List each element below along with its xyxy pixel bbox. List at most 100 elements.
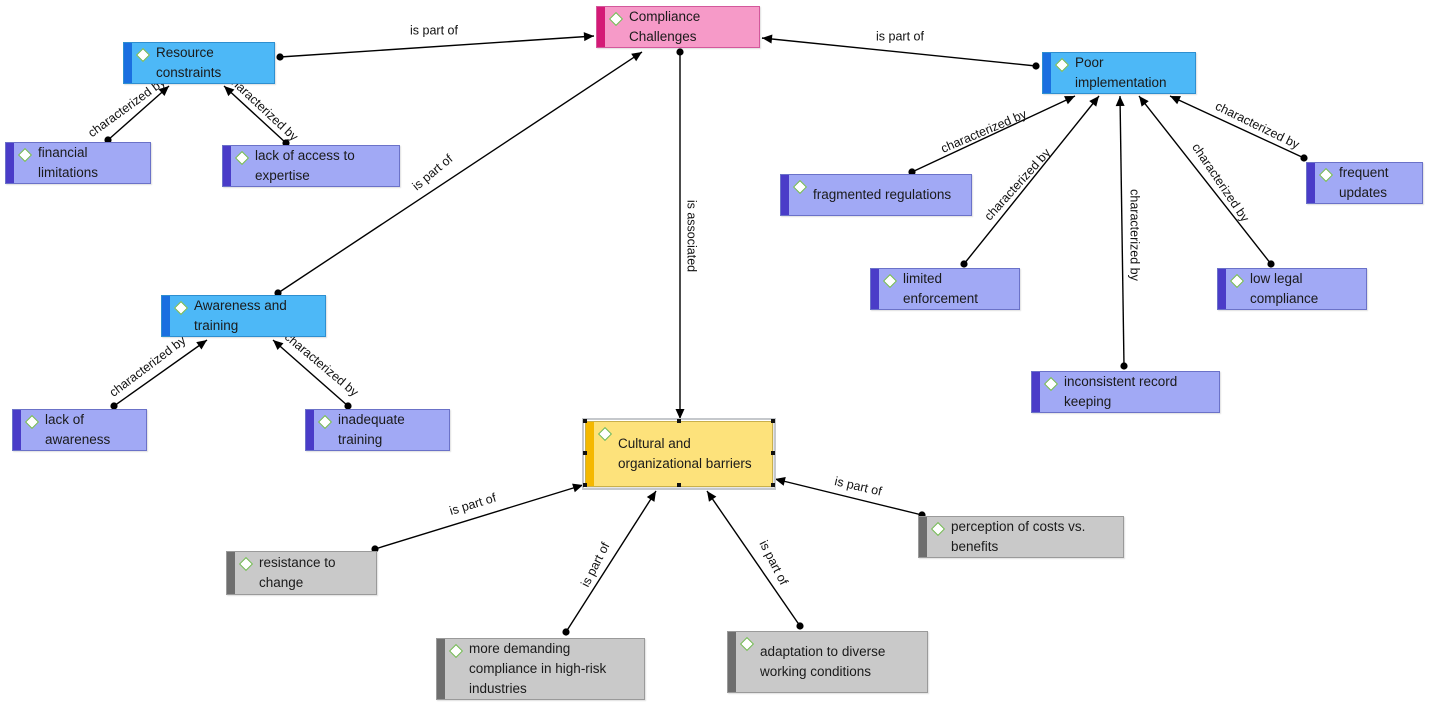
node-label: adaptation to diverse working conditions	[760, 644, 886, 679]
edge-line	[565, 490, 657, 633]
edge-label: characterized by	[107, 333, 189, 400]
edge-start-dot	[276, 53, 284, 61]
concept-node-perception[interactable]: perception of costs vs. benefits	[918, 516, 1124, 558]
arrowhead-icon	[1064, 96, 1075, 105]
edge-label: characterized by	[282, 330, 362, 400]
edge-line	[223, 85, 287, 144]
edge-perception-cultural[interactable]: is part of	[774, 474, 926, 519]
selection-handle[interactable]	[583, 483, 587, 487]
edge-label: is part of	[410, 23, 458, 37]
concept-node-resource[interactable]: Resource constraints	[123, 42, 275, 84]
node-color-stripe	[227, 552, 235, 594]
node-label: more demanding compliance in high-risk i…	[469, 641, 607, 696]
concept-node-compliance[interactable]: Compliance Challenges	[596, 6, 760, 48]
concept-node-frequent[interactable]: frequent updates	[1306, 162, 1423, 204]
concept-node-awareness[interactable]: Awareness and training	[161, 295, 326, 337]
node-label: fragmented regulations	[813, 187, 952, 202]
edge-compliance-cultural[interactable]: is associated	[675, 48, 699, 419]
edge-start-dot	[1120, 362, 1128, 370]
selection-handle[interactable]	[583, 419, 587, 423]
edge-demanding-cultural[interactable]: is part of	[562, 490, 657, 636]
edge-inadequate-awareness[interactable]: characterized by	[272, 330, 362, 410]
node-color-stripe	[124, 43, 132, 83]
node-label: financial limitations	[38, 145, 99, 180]
concept-node-resistance[interactable]: resistance to change	[226, 551, 377, 595]
concept-node-demanding[interactable]: more demanding compliance in high-risk i…	[436, 638, 645, 700]
edge-line	[113, 339, 208, 407]
node-color-stripe	[306, 410, 314, 450]
concept-node-financial[interactable]: financial limitations	[5, 142, 151, 184]
edge-resource-compliance[interactable]: is part of	[276, 23, 595, 61]
edge-poorimpl-compliance[interactable]: is part of	[761, 29, 1040, 70]
node-color-stripe	[871, 269, 879, 309]
node-color-stripe	[1218, 269, 1226, 309]
concept-node-limited[interactable]: limited enforcement	[870, 268, 1020, 310]
node-color-stripe	[1032, 372, 1040, 412]
edge-start-dot	[1300, 154, 1308, 162]
edge-start-dot	[274, 289, 282, 297]
node-color-stripe	[586, 422, 594, 486]
node-color-stripe	[597, 7, 605, 47]
edge-start-dot	[960, 260, 968, 268]
edge-inconsistent-poorimpl[interactable]: characterized by	[1115, 95, 1142, 370]
edge-financial-resource[interactable]: characterized by	[85, 74, 170, 144]
concept-node-fragmented[interactable]: fragmented regulations	[780, 174, 972, 216]
node-label: limited enforcement	[903, 271, 979, 306]
edge-start-dot	[908, 168, 916, 176]
edge-line	[272, 339, 349, 407]
selection-handle[interactable]	[583, 451, 587, 455]
edge-label: characterized by	[85, 74, 168, 140]
arrowhead-icon	[762, 34, 773, 44]
selection-handle[interactable]	[771, 419, 775, 423]
node-label: Compliance Challenges	[629, 9, 701, 44]
node-color-stripe	[781, 175, 789, 215]
concept-node-inadequate[interactable]: inadequate training	[305, 409, 450, 451]
node-label: perception of costs vs. benefits	[951, 519, 1086, 554]
edge-label: characterized by	[982, 145, 1054, 223]
node-label: frequent updates	[1339, 165, 1389, 200]
concept-node-cultural[interactable]: Cultural and organizational barriers	[582, 418, 776, 490]
node-label: resistance to change	[259, 555, 336, 590]
edge-limited-poorimpl[interactable]: characterized by	[960, 95, 1100, 268]
concept-node-poorimpl[interactable]: Poor implementation	[1042, 52, 1196, 94]
edge-label: is part of	[757, 538, 791, 588]
edge-line	[107, 85, 170, 141]
arrowhead-icon	[1115, 96, 1125, 107]
edge-fragmented-poorimpl[interactable]: characterized by	[908, 95, 1076, 176]
concept-node-lowlegal[interactable]: low legal compliance	[1217, 268, 1367, 310]
edge-start-dot	[1267, 260, 1275, 268]
selection-handle[interactable]	[677, 419, 681, 423]
edge-frequent-poorimpl[interactable]: characterized by	[1169, 95, 1308, 162]
edge-resistance-cultural[interactable]: is part of	[371, 483, 584, 553]
selection-handle[interactable]	[677, 483, 681, 487]
arrowhead-icon	[583, 32, 594, 42]
node-label: inadequate training	[338, 412, 405, 447]
node-color-stripe	[1043, 53, 1051, 93]
concept-node-lackawareness[interactable]: lack of awareness	[12, 409, 147, 451]
arrowhead-icon	[1089, 96, 1099, 107]
edge-line	[277, 51, 643, 294]
selection-handle[interactable]	[771, 483, 775, 487]
concept-node-expertise[interactable]: lack of access to expertise	[222, 145, 400, 187]
node-color-stripe	[1307, 163, 1315, 203]
arrowhead-icon	[1170, 96, 1181, 105]
edge-adaptation-cultural[interactable]: is part of	[706, 490, 804, 630]
edge-start-dot	[796, 622, 804, 630]
arrowhead-icon	[646, 491, 656, 502]
node-color-stripe	[223, 146, 231, 186]
node-color-stripe	[162, 296, 170, 336]
edge-line	[761, 37, 1037, 67]
node-label: Awareness and training	[194, 298, 287, 333]
arrowhead-icon	[775, 477, 786, 486]
edge-label: is part of	[876, 29, 924, 43]
node-label: inconsistent record keeping	[1064, 374, 1178, 409]
edge-lackawareness-awareness[interactable]: characterized by	[107, 333, 208, 410]
arrowhead-icon	[707, 491, 717, 502]
edge-line	[706, 490, 801, 627]
concept-node-adaptation[interactable]: adaptation to diverse working conditions	[727, 631, 928, 693]
concept-node-inconsistent[interactable]: inconsistent record keeping	[1031, 371, 1220, 413]
selection-handle[interactable]	[771, 451, 775, 455]
edge-line	[1169, 95, 1305, 159]
node-label: Resource constraints	[156, 45, 222, 80]
arrowhead-icon	[196, 340, 207, 350]
